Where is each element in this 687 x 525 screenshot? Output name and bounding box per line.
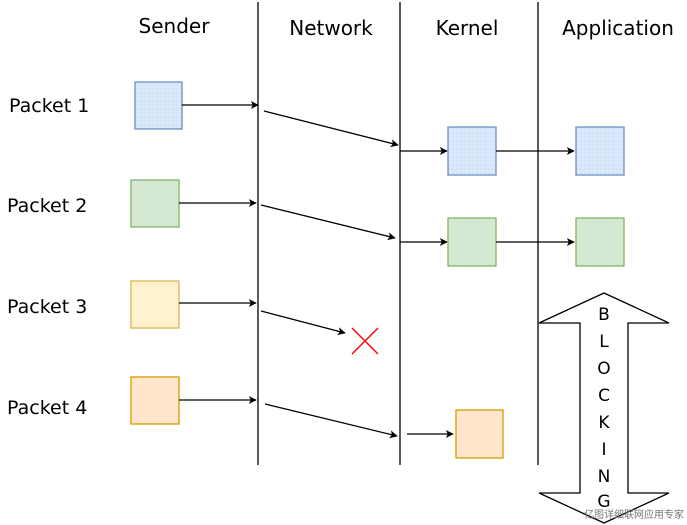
column-title-application: Application <box>562 16 674 40</box>
packet-3-label: Packet 3 <box>7 296 87 318</box>
blocking-letter-3: O <box>597 359 610 379</box>
blocking-letter-1: B <box>598 305 610 325</box>
packet-4-label: Packet 4 <box>7 397 87 419</box>
column-title-sender: Sender <box>139 14 211 38</box>
column-title-network: Network <box>289 16 373 40</box>
packet-2-kernel-box <box>447 217 497 267</box>
packet-3-flow <box>130 280 379 355</box>
blocking-letter-7: N <box>598 467 611 487</box>
packet-1-flow <box>134 81 625 176</box>
packet-1-network-arrow <box>263 110 399 148</box>
packet-2-application-box <box>575 217 625 267</box>
packet-lost-x-icon <box>351 327 379 355</box>
packet-2-network-arrow <box>260 204 396 241</box>
blocking-letter-5: K <box>598 413 610 433</box>
packet-4-flow <box>130 376 504 459</box>
packet-1-label: Packet 1 <box>9 95 89 117</box>
blocking-arrow-shape <box>538 292 670 524</box>
packet-2-label: Packet 2 <box>7 195 87 217</box>
packet-4-kernel-box <box>455 409 504 459</box>
packet-4-sender-box <box>130 376 180 425</box>
blocking-letter-2: L <box>599 332 609 352</box>
packet-3-sender-box <box>130 280 180 329</box>
packet-3-network-arrow <box>260 310 346 336</box>
packet-2-sender-box <box>130 179 180 228</box>
blocking-letter-4: C <box>598 386 610 406</box>
packet-2-flow <box>130 179 625 267</box>
blocking-double-arrow: B L O C K I N G <box>538 292 670 524</box>
column-title-kernel: Kernel <box>436 16 499 40</box>
watermark-text: 亿图详细联网应用专家 <box>584 508 684 521</box>
blocking-letter-6: I <box>601 440 606 460</box>
blocking-letter-8: G <box>597 492 610 512</box>
packet-4-network-arrow <box>264 403 398 439</box>
